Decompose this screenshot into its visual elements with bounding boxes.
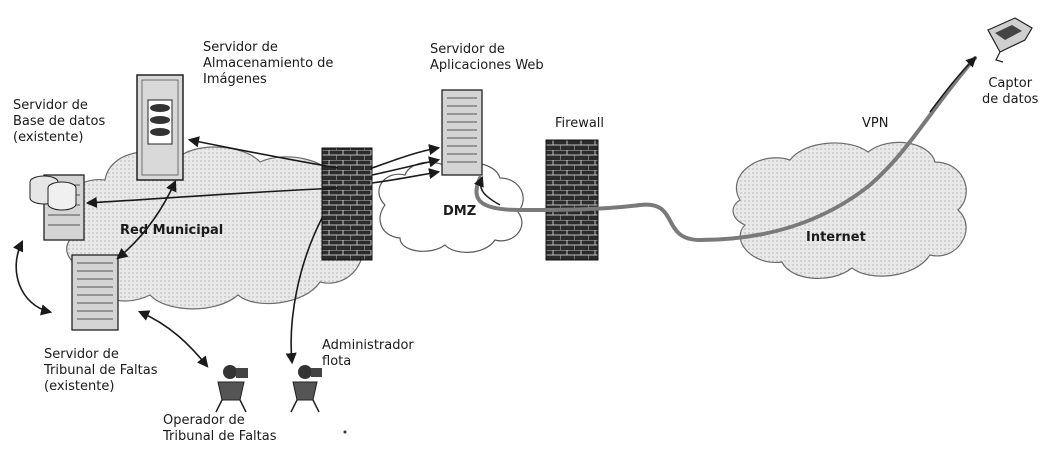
fleet-admin-icon bbox=[290, 365, 322, 413]
web-server-label: Servidor de Aplicaciones Web bbox=[430, 42, 544, 73]
internet-label: Internet bbox=[806, 230, 866, 245]
data-capture-device-icon bbox=[987, 17, 1033, 63]
tribunal-operator-label: Operador de Tribunal de Faltas bbox=[163, 413, 277, 444]
tribunal-server-label: Servidor de Tribunal de Faltas (existent… bbox=[44, 347, 158, 394]
tribunal-operator-icon bbox=[215, 365, 248, 413]
external-firewall-icon bbox=[545, 139, 599, 261]
vpn-label: VPN bbox=[862, 116, 889, 131]
web-link-arrow-3 bbox=[371, 168, 441, 184]
image-server-label: Servidor de Almacenamiento de Imágenes bbox=[203, 40, 334, 87]
web-link-arrow-1 bbox=[371, 144, 441, 169]
db-tribunal-arrow bbox=[12, 239, 53, 316]
municipal-network-label: Red Municipal bbox=[120, 223, 224, 238]
fleet-admin-arrow bbox=[285, 217, 323, 365]
internet-cloud bbox=[732, 141, 967, 280]
web-application-server-icon bbox=[441, 89, 483, 176]
image-tribunal-arrow bbox=[116, 179, 177, 260]
web-link-arrow-2 bbox=[371, 156, 441, 176]
dmz-arrow bbox=[474, 176, 501, 206]
image-link-arrow bbox=[187, 136, 339, 169]
vpn-tunnel-line bbox=[474, 56, 977, 243]
stray-dot bbox=[343, 430, 347, 434]
db-server-label: Servidor de Base de datos (existente) bbox=[13, 98, 106, 145]
internal-firewall-icon bbox=[321, 147, 373, 261]
tribunal-server-icon bbox=[71, 254, 119, 331]
fleet-admin-label: Administrador flota bbox=[322, 338, 414, 369]
database-server-icon bbox=[29, 174, 85, 241]
data-capture-label: Captor de datos bbox=[982, 76, 1039, 107]
dmz-label: DMZ bbox=[443, 204, 477, 219]
operator-arrow bbox=[137, 310, 209, 368]
vpn-arrow bbox=[929, 56, 977, 113]
firewall-label: Firewall bbox=[555, 116, 605, 131]
image-storage-server-icon bbox=[136, 74, 184, 181]
